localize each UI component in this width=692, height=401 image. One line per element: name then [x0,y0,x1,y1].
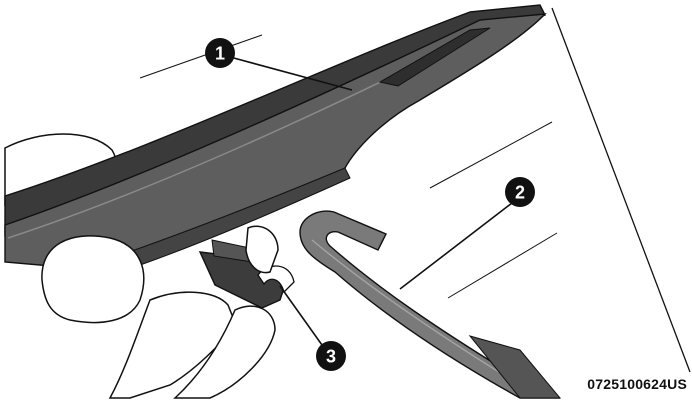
callout-3: 3 [316,341,346,371]
svg-text:2: 2 [515,183,525,203]
leader-1 [229,56,353,91]
callout-2: 2 [505,177,535,207]
windshield-edge [551,7,691,373]
svg-text:3: 3 [326,347,336,367]
svg-text:1: 1 [215,44,225,64]
glass-reflection-lines [139,34,558,299]
callout-1: 1 [205,38,235,68]
wiper-blade [4,4,547,273]
part-code-label: 0725100624US [584,375,690,393]
leader-2 [399,202,513,290]
leader-3 [279,285,323,346]
hand-fingers [41,225,279,399]
wiper-arm [299,210,562,399]
callout-leaders [229,56,513,346]
